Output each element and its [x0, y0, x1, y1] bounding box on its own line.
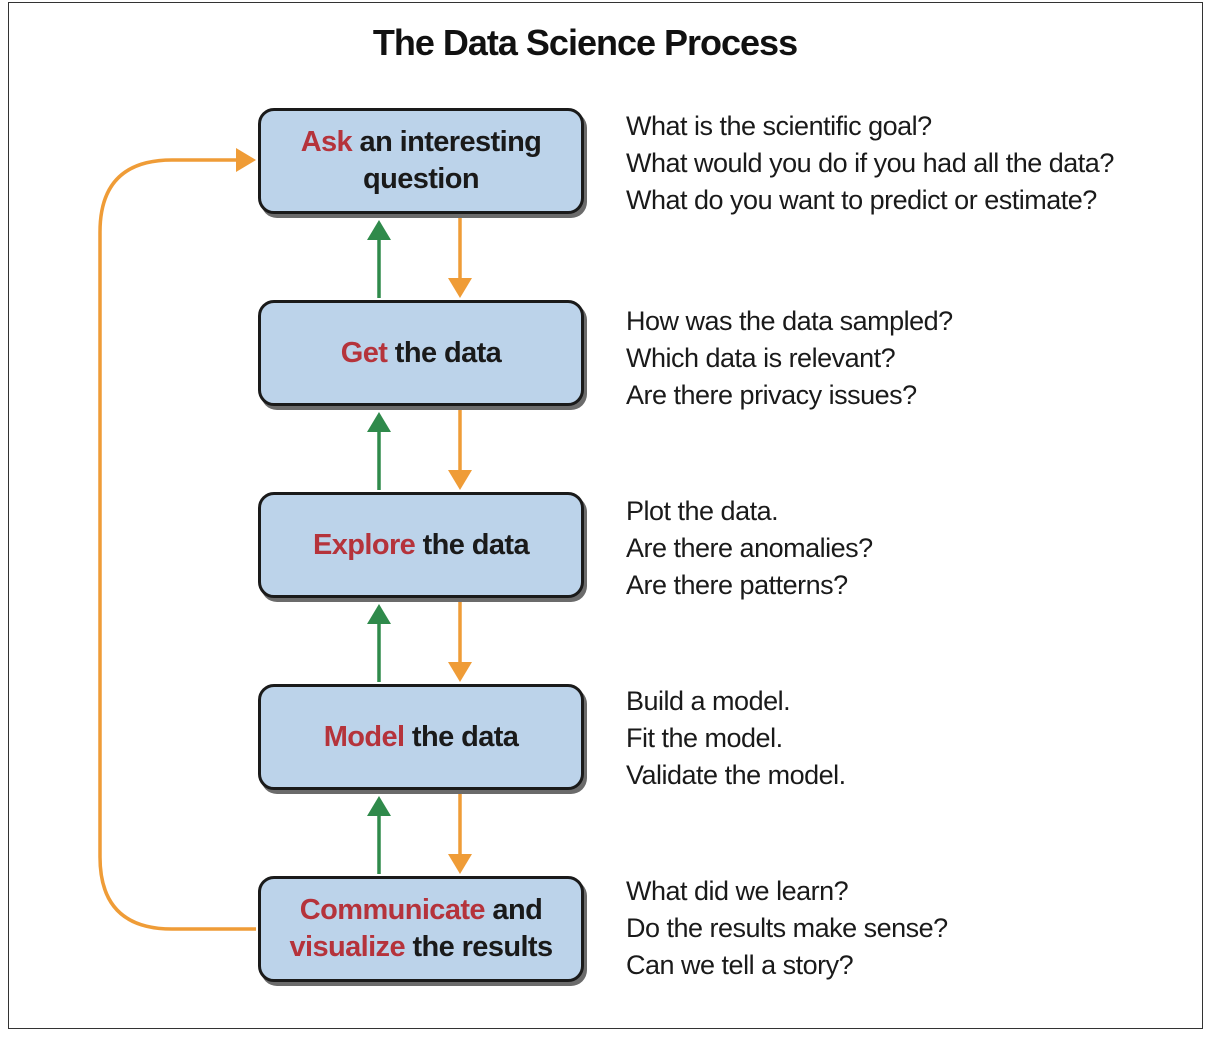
diagram-title: The Data Science Process [372, 22, 798, 63]
forward-arrows [448, 218, 472, 874]
forward-arrow-get-to-explore [448, 410, 472, 490]
step-label-communicate: Communicate and visualize the results [281, 892, 560, 966]
step-label-explore: Explore the data [305, 527, 537, 564]
forward-arrow-explore-to-model [448, 602, 472, 682]
step-keyword: Ask [300, 126, 353, 158]
back-arrow-get-to-ask [367, 220, 391, 298]
step-keyword: Get [340, 336, 388, 369]
step-box-model: Model the data [258, 684, 584, 790]
back-arrow-model-to-explore [367, 604, 391, 682]
step-keyword: Model [323, 720, 405, 753]
question-line: Are there privacy issues? [626, 380, 917, 410]
question-line: Fit the model. [626, 723, 783, 753]
step-label-get: Get the data [333, 335, 509, 372]
step-label-ask: Ask an interesting question [293, 124, 550, 198]
back-arrows [367, 220, 391, 874]
questions-get: How was the data sampled? Which data is … [626, 303, 1186, 414]
diagram-frame [8, 2, 1203, 1029]
step-label-model: Model the data [316, 719, 527, 756]
step-text: an interesting [352, 126, 542, 158]
forward-arrow-ask-to-get [448, 218, 472, 298]
step-text: and [484, 894, 543, 926]
question-line: Plot the data. [626, 496, 779, 526]
step-text-line2: the results [404, 931, 553, 963]
question-line: How was the data sampled? [626, 306, 953, 336]
step-box-explore: Explore the data [258, 492, 584, 598]
question-line: What do you want to predict or estimate? [626, 185, 1097, 215]
step-text: the data [404, 720, 519, 753]
step-box-communicate: Communicate and visualize the results [258, 876, 584, 982]
question-line: What would you do if you had all the dat… [626, 148, 1114, 178]
question-line: Which data is relevant? [626, 343, 896, 373]
step-keyword: Explore [312, 528, 416, 561]
step-text: the data [415, 528, 530, 561]
step-box-get: Get the data [258, 300, 584, 406]
question-line: What is the scientific goal? [626, 111, 932, 141]
question-line: Validate the model. [626, 760, 846, 790]
forward-arrow-model-to-communicate [448, 794, 472, 874]
question-line: Are there patterns? [626, 570, 848, 600]
question-line: Do the results make sense? [626, 913, 948, 943]
back-arrow-communicate-to-model [367, 796, 391, 874]
question-line: Build a model. [626, 686, 791, 716]
questions-ask: What is the scientific goal? What would … [626, 108, 1186, 219]
step-text-line2: question [362, 163, 480, 195]
step-text: the data [387, 336, 502, 369]
step-box-ask: Ask an interesting question [258, 108, 584, 214]
question-line: Are there anomalies? [626, 533, 873, 563]
step-keyword-line2: visualize [289, 931, 405, 963]
questions-explore: Plot the data. Are there anomalies? Are … [626, 493, 1186, 604]
question-line: What did we learn? [626, 876, 849, 906]
question-line: Can we tell a story? [626, 950, 854, 980]
step-keyword: Communicate [299, 894, 486, 926]
back-arrow-explore-to-get [367, 412, 391, 490]
loop-arrow-communicate-to-ask [98, 148, 256, 931]
questions-model: Build a model. Fit the model. Validate t… [626, 683, 1186, 794]
questions-communicate: What did we learn? Do the results make s… [626, 873, 1186, 984]
